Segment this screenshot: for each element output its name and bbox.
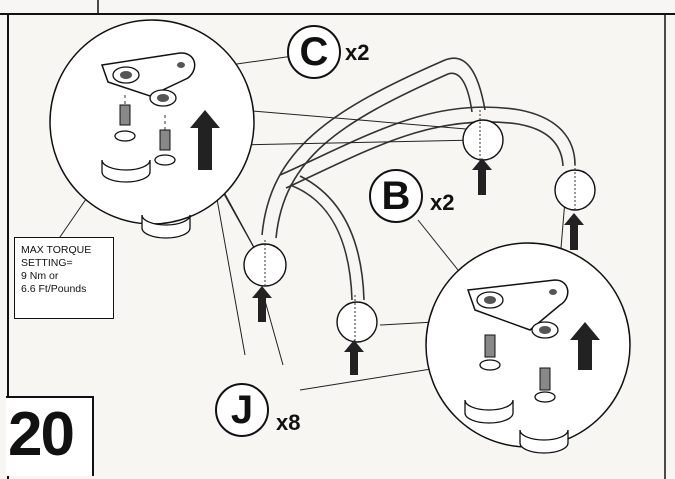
torque-note-line: 6.6 Ft/Pounds — [21, 283, 87, 295]
callout-b-circle — [369, 169, 423, 223]
callout-c-quantity: x2 — [345, 40, 370, 65]
joint-circle-1 — [462, 119, 504, 161]
joint-arrows — [252, 158, 584, 375]
step-number: 20 — [8, 400, 75, 469]
detail-circle-c — [49, 19, 255, 239]
torque-note-line: SETTING= — [21, 257, 73, 269]
detail-circle-b — [425, 242, 631, 454]
callout-b-quantity: x2 — [430, 190, 455, 215]
joint-circle-4 — [336, 301, 378, 343]
torque-note: MAX TORQUE SETTING= 9 Nm or 6.6 Ft/Pound… — [14, 237, 114, 319]
callout-c-circle — [287, 25, 341, 79]
callout-j-letter: J — [230, 388, 254, 432]
callout-j-circle — [215, 383, 269, 437]
callout-j-quantity: x8 — [276, 410, 301, 435]
callout-b-letter: B — [381, 174, 411, 218]
step-number-box — [6, 396, 94, 476]
callout-c-letter: C — [299, 30, 329, 74]
torque-note-line: 9 Nm or — [21, 270, 59, 282]
seat-frame-tube — [261, 57, 576, 301]
torque-note-line: MAX TORQUE — [21, 244, 92, 256]
